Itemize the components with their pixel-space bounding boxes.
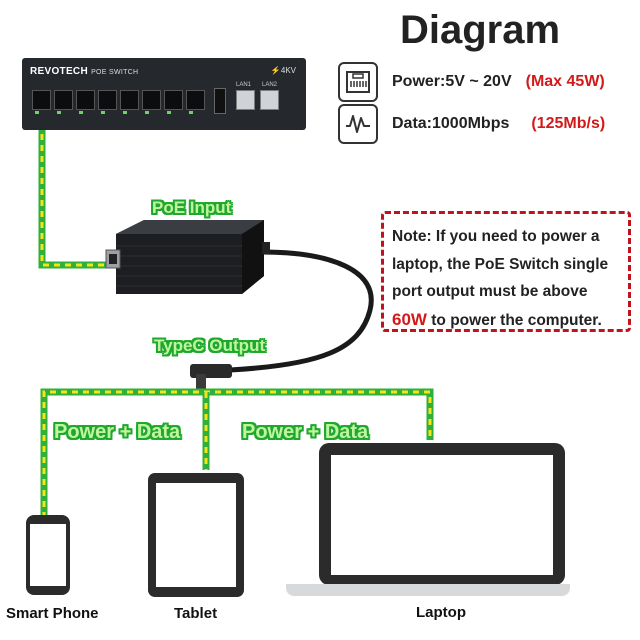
switch-port-2 <box>54 90 73 114</box>
laptop-label: Laptop <box>416 604 466 621</box>
typec-cable <box>229 249 374 373</box>
power-spec-max: (Max 45W) <box>525 73 605 90</box>
switch-port-1 <box>32 90 51 114</box>
poe-splitter <box>104 216 270 298</box>
laptop-screen <box>331 455 553 575</box>
switch-port-4 <box>98 90 117 114</box>
switch-port-6 <box>142 90 161 114</box>
uplink-port-2 <box>260 90 279 110</box>
laptop-base <box>286 584 570 596</box>
typec-output-label: TypeC Output <box>154 336 266 355</box>
uplink-label-2: LAN2 <box>262 82 278 88</box>
tablet-device <box>148 473 244 597</box>
switch-port-8 <box>186 90 205 114</box>
spec-row-data: Data:1000Mbps (125Mb/s) <box>338 104 605 144</box>
smartphone-label: Smart Phone <box>6 605 99 622</box>
switch-port-7 <box>164 90 183 114</box>
note-highlight-60w: 60W <box>392 309 427 329</box>
poe-switch: REVOTECH POE SWITCH ⚡4KV LAN1 LAN2 <box>22 58 306 130</box>
note-box: Note: If you need to power a laptop, the… <box>381 211 631 332</box>
smartphone-device <box>26 515 70 595</box>
power-data-label-right: Power + Data <box>242 421 369 443</box>
switch-toggle <box>214 88 226 114</box>
power-spec-label: Power:5V ~ 20V <box>392 73 512 90</box>
tablet-label: Tablet <box>174 605 218 622</box>
uplink-label-1: LAN1 <box>236 82 252 88</box>
switch-port-5 <box>120 90 139 114</box>
cable-switch-to-injector <box>38 112 118 269</box>
note-line-4-rest: to power the computer. <box>426 311 602 329</box>
spec-row-power: Power:5V ~ 20V (Max 45W) <box>338 62 605 102</box>
switch-brand: REVOTECH POE SWITCH <box>30 66 139 77</box>
note-line-1: Note: If you need to power a <box>392 228 600 245</box>
note-line-3: port output must be above <box>392 283 588 300</box>
data-spec-rate: (125Mb/s) <box>531 115 606 132</box>
ethernet-port-icon <box>338 62 378 102</box>
switch-rating: ⚡4KV <box>270 66 296 75</box>
note-line-2: laptop, the PoE Switch single <box>392 255 609 273</box>
switch-port-3 <box>76 90 95 114</box>
data-spec-label: Data:1000Mbps <box>392 115 510 132</box>
power-data-label-left: Power + Data <box>54 421 181 443</box>
page-title: Diagram <box>400 8 561 52</box>
tablet-screen <box>156 483 236 587</box>
waveform-icon <box>338 104 378 144</box>
laptop-device <box>319 443 565 585</box>
note-line-4: 60W to power the computer. <box>392 306 620 335</box>
smartphone-screen <box>30 524 66 586</box>
cable-distribution <box>40 388 434 518</box>
uplink-port-1 <box>236 90 255 110</box>
poe-input-label: PoE Input <box>152 198 232 217</box>
